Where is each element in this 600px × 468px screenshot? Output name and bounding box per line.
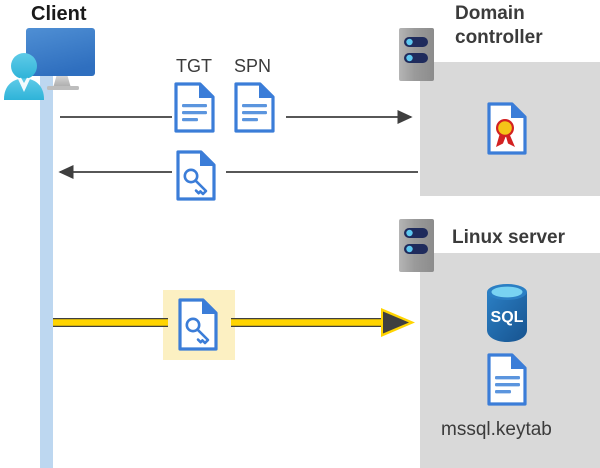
document-icon-spn [234, 82, 275, 133]
flow-client-to-linux [53, 308, 415, 337]
certificate-document-icon [487, 102, 527, 155]
user-computer-icon [4, 28, 95, 100]
key-document-icon-keytab [178, 298, 218, 351]
keytab-file-label: mssql.keytab [441, 419, 552, 440]
domain-controller-title-line1: Domain [455, 3, 525, 24]
server-rack-icon-dc [399, 28, 434, 81]
key-document-icon-ticket [176, 150, 216, 201]
linux-server-title: Linux server [452, 227, 565, 248]
client-lifeline [40, 68, 53, 468]
spn-label: SPN [234, 56, 272, 76]
document-icon-tgt [174, 82, 215, 133]
sql-database-icon: SQL [487, 284, 527, 342]
svg-text:SQL: SQL [491, 309, 524, 326]
document-icon-keytab-file [487, 353, 527, 406]
client-title: Client [31, 3, 87, 25]
domain-controller-title-line2: controller [455, 27, 543, 48]
server-rack-icon-linux [399, 219, 434, 272]
tgt-label: TGT [176, 56, 212, 76]
domain-controller-title: Domain controller [455, 2, 543, 50]
